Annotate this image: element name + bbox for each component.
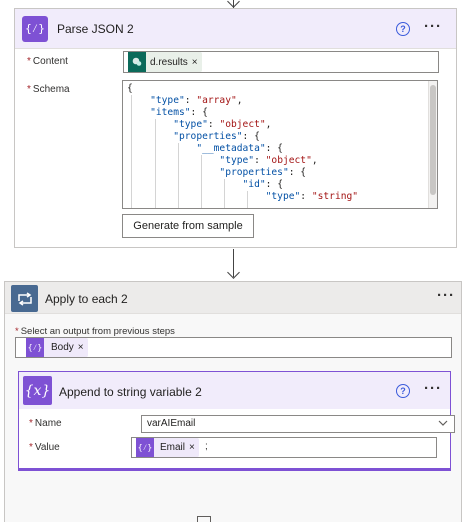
indent-guide (155, 119, 156, 208)
variable-name-value: varAIEmail (147, 418, 196, 429)
middle-connector (233, 249, 234, 277)
content-input[interactable]: d.results × (123, 51, 439, 73)
sharepoint-icon (128, 52, 146, 72)
required-asterisk: * (29, 442, 33, 453)
indent-guide (224, 179, 225, 208)
select-output-label-text: Select an output from previous steps (20, 326, 175, 337)
parse-json-header[interactable]: {⁄} Parse JSON 2 ? ··· (15, 9, 456, 49)
help-icon[interactable]: ? (396, 22, 410, 36)
content-label: *Content (27, 56, 68, 67)
content-token-text: d.results (150, 56, 188, 68)
required-asterisk: * (29, 418, 33, 429)
indent-guide (247, 191, 248, 208)
remove-token-icon[interactable]: × (191, 56, 198, 68)
name-label-text: Name (34, 418, 62, 429)
content-token[interactable]: d.results × (128, 52, 202, 72)
required-asterisk: * (27, 84, 31, 95)
body-token-text: Body (51, 342, 74, 353)
more-options-icon[interactable]: ··· (437, 287, 455, 304)
schema-code-line: "properties": { (219, 167, 307, 178)
more-options-icon[interactable]: ··· (424, 18, 442, 35)
variable-icon: {x} (23, 376, 52, 405)
schema-code-line: "items": { (150, 107, 208, 118)
schema-code-line: "type": "object", (219, 155, 318, 166)
middle-connector-arrow (227, 266, 240, 279)
select-output-input[interactable]: {⁄} Body × (15, 337, 452, 358)
add-action-icon[interactable] (197, 516, 211, 522)
apply-to-each-title[interactable]: Apply to each 2 (45, 292, 128, 306)
value-label: *Value (29, 442, 60, 453)
schema-code-line: { (127, 83, 133, 94)
append-variable-header[interactable]: {x} Append to string variable 2 ? ··· (19, 372, 450, 409)
email-token[interactable]: {⁄} Email × (136, 438, 199, 457)
loop-icon (11, 285, 38, 312)
value-label-text: Value (34, 442, 60, 453)
schema-code-line: "type": "array", (150, 95, 243, 106)
email-token-text: Email (160, 442, 186, 453)
schema-code-line: "__metadata": { (196, 143, 283, 154)
append-variable-title[interactable]: Append to string variable 2 (59, 385, 202, 399)
top-connector-arrow (227, 0, 240, 8)
value-suffix: ; (205, 441, 208, 452)
indent-guide (201, 155, 202, 208)
schema-code-line: "type": "object", (173, 119, 272, 130)
schema-scrollbar[interactable] (428, 81, 437, 208)
more-options-icon[interactable]: ··· (424, 380, 442, 397)
help-icon[interactable]: ? (396, 384, 410, 398)
required-asterisk: * (15, 326, 19, 337)
name-label: *Name (29, 418, 62, 429)
value-input[interactable]: {⁄} Email × ; (131, 437, 437, 458)
schema-code-line: "type": "string" (265, 191, 359, 202)
append-to-string-variable-card[interactable]: {x} Append to string variable 2 ? ··· *N… (18, 371, 455, 471)
scrollbar-thumb[interactable] (430, 85, 436, 195)
apply-each-token-icon: {⁄} (136, 438, 154, 457)
chevron-down-icon[interactable] (438, 418, 448, 428)
select-output-label: *Select an output from previous steps (15, 326, 175, 337)
indent-guide (178, 143, 179, 208)
body-token[interactable]: {⁄} Body × (26, 338, 88, 357)
schema-editor[interactable]: { "type": "array", "items": { "type": "o… (122, 80, 438, 209)
content-label-text: Content (32, 56, 68, 67)
top-connector (233, 0, 234, 8)
remove-token-icon[interactable]: × (77, 342, 84, 353)
schema-code-line: "id": { (242, 179, 283, 190)
schema-label-text: Schema (32, 84, 70, 95)
generate-from-sample-button[interactable]: Generate from sample (122, 214, 254, 238)
parse-json-title[interactable]: Parse JSON 2 (57, 22, 134, 36)
required-asterisk: * (27, 56, 31, 67)
parse-json-token-icon: {⁄} (26, 338, 44, 357)
variable-name-select[interactable]: varAIEmail (141, 415, 455, 433)
indent-guide (131, 95, 132, 208)
schema-code-line: "properties": { (173, 131, 260, 142)
schema-code[interactable]: { "type": "array", "items": { "type": "o… (127, 83, 358, 203)
schema-label: *Schema (27, 84, 70, 95)
parse-json-icon: {⁄} (22, 16, 48, 42)
remove-token-icon[interactable]: × (189, 442, 195, 453)
apply-to-each-header[interactable]: Apply to each 2 ··· (5, 282, 461, 314)
